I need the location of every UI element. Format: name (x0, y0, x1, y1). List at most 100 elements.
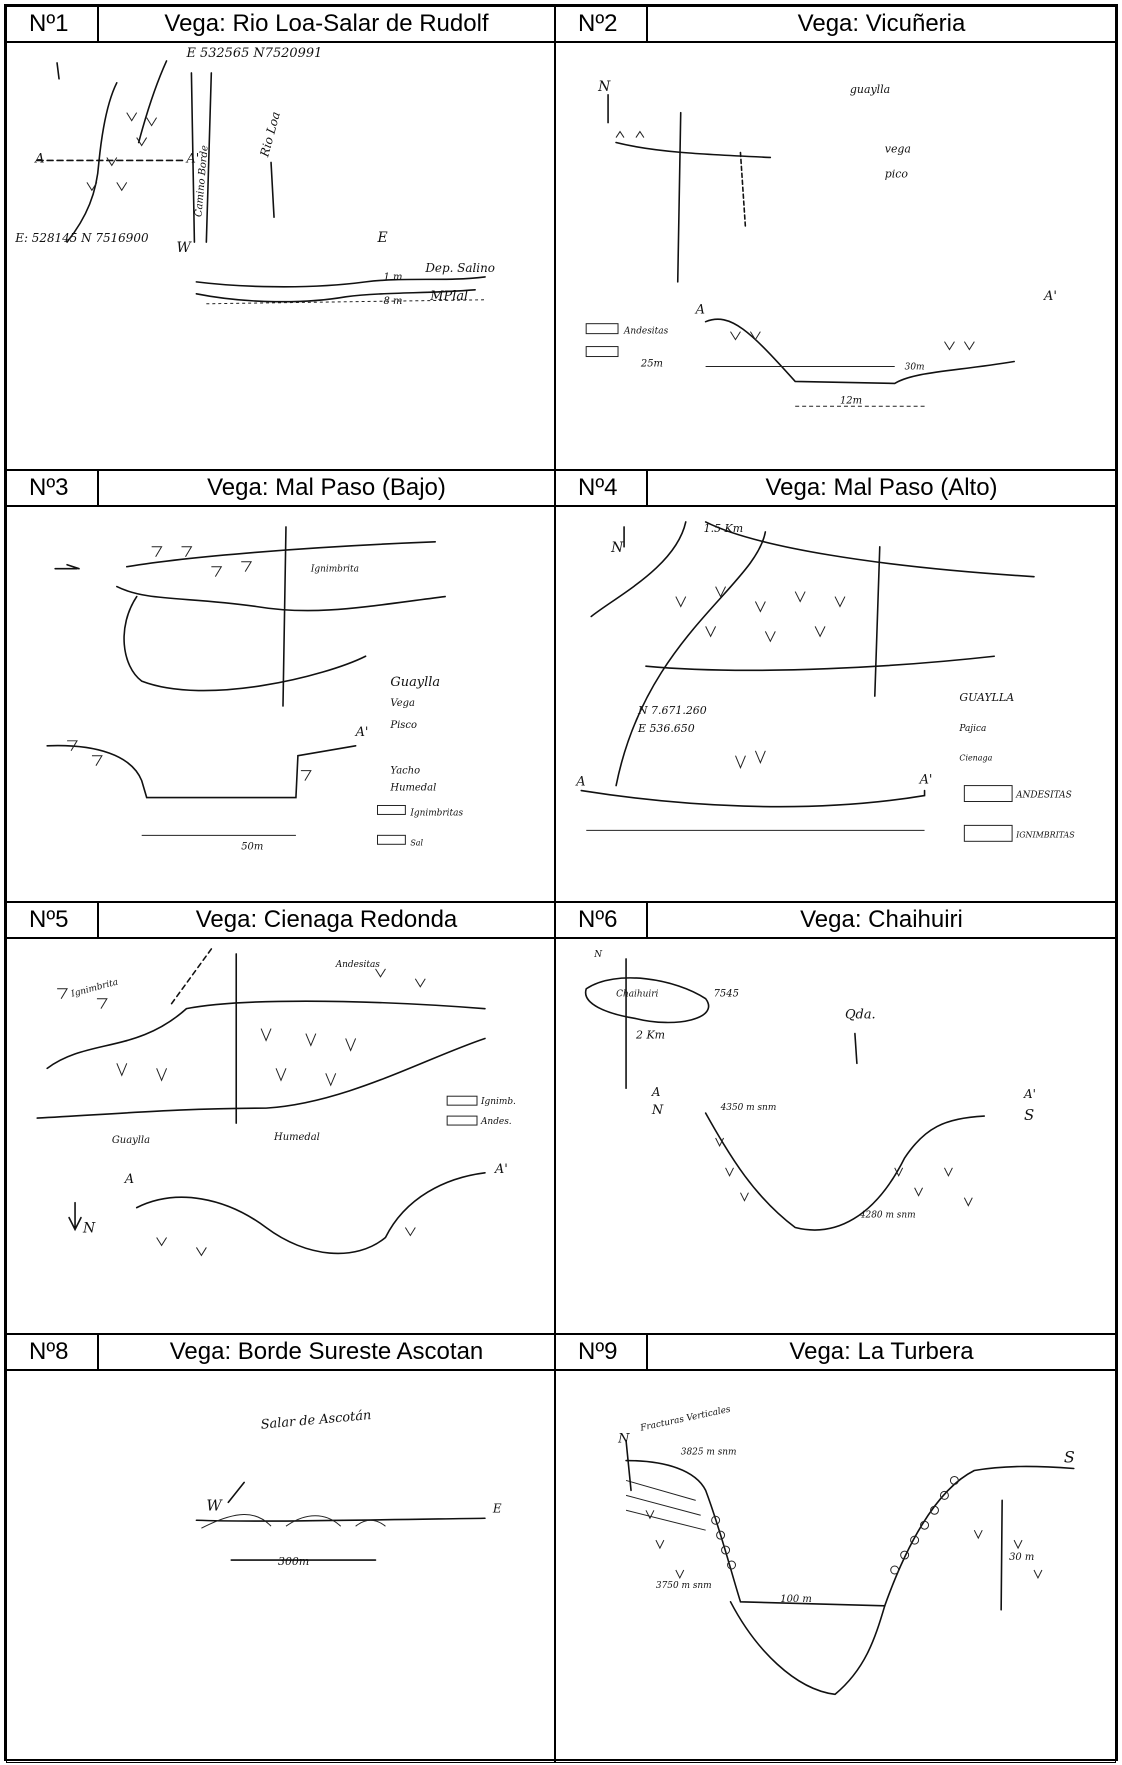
sketch-note: Sal (410, 838, 423, 847)
panel-header: Nº3 Vega: Mal Paso (Bajo) (7, 471, 554, 507)
panel-6: Nº6 Vega: Chaihuiri N Chaihuiri 7545 2 K… (555, 902, 1116, 1334)
sketch-note: Vega (390, 698, 415, 709)
sketch-note: Humedal (273, 1132, 320, 1143)
panel-number: Nº6 (556, 903, 648, 937)
sketch-note: 25m (640, 358, 663, 369)
sketch-drawing: E 532565 N7520991 Rio Loa Camino Borde E… (14, 46, 495, 307)
sketch-area: N guaylla vega pico Andesitas 25m 12m 30… (556, 43, 1115, 469)
sketch-note: 7545 (714, 989, 739, 1000)
sketch-note: 30 m (1009, 1552, 1034, 1563)
sketch-note: 4350 m snm (720, 1103, 777, 1113)
sketch-note: Fracturas Verticales (639, 1405, 732, 1434)
panel-header: Nº1 Vega: Rio Loa-Salar de Rudolf (7, 7, 554, 43)
sketch-note: A (34, 151, 44, 166)
sketch-note: N (651, 1103, 664, 1118)
sketch-note: pico (885, 167, 909, 180)
sketch-note: Guaylla (112, 1135, 150, 1146)
panel-title: Vega: Vicuñeria (797, 10, 966, 37)
sketch-note: Pajica (958, 724, 986, 734)
panel-number: Nº4 (556, 471, 648, 505)
sketch-drawing: N S Fracturas Verticales 3825 m snm 3750… (617, 1405, 1075, 1696)
sketch-note: Yacho (390, 766, 420, 777)
sketch-drawing: Ignimbrita Andesitas Guaylla Humedal Ign… (36, 948, 516, 1257)
sketch-note: Salar de Ascotán (260, 1408, 372, 1433)
sketch-area: Ignimbrita Andesitas Guaylla Humedal Ign… (7, 939, 554, 1333)
sketch-drawing: N Chaihuiri 7545 2 Km Qda. 4350 m snm 42… (584, 950, 1036, 1231)
sketch-area: E 532565 N7520991 Rio Loa Camino Borde E… (7, 43, 554, 469)
panel-number: Nº1 (7, 7, 99, 41)
sketch-note: 2 Km (635, 1028, 665, 1041)
sketch-note: E 536.650 (637, 722, 695, 735)
sketch-drawing: N guaylla vega pico Andesitas 25m 12m 30… (585, 79, 1057, 407)
panel-8: Nº8 Vega: Borde Sureste Ascotan Salar de… (6, 1334, 555, 1763)
sketch-note: Qda. (845, 1008, 876, 1023)
sketch-note: W (176, 240, 192, 256)
sketch-note: A (124, 1172, 134, 1187)
sketch-note: N (610, 540, 624, 556)
sketch-drawing: Salar de Ascotán W E 300m (195, 1408, 502, 1568)
sketch-note: 30m (905, 362, 925, 372)
sketch-note: Andes. (480, 1117, 512, 1127)
panel-number: Nº9 (556, 1335, 648, 1369)
sketch-note: 4280 m snm (859, 1211, 916, 1221)
sketch-note: E 532565 N7520991 (185, 46, 322, 61)
sketch-note: Ignimbrita (310, 565, 359, 575)
sketch-note: A' (355, 725, 369, 740)
sketch-note: Humedal (389, 783, 436, 794)
panel-2: Nº2 Vega: Vicuñeria N guaylla vega pico … (555, 6, 1116, 470)
sketch-note: A' (185, 151, 199, 166)
panel-title: Vega: Chaihuiri (800, 906, 963, 933)
sketch-note: 1.5 Km (704, 522, 743, 535)
sketch-area: N Chaihuiri 7545 2 Km Qda. 4350 m snm 42… (556, 939, 1115, 1333)
sketch-note: Ignimb. (480, 1097, 516, 1107)
sketch-note: 8 m (384, 296, 403, 307)
geologic-sketch-sheet: Nº1 Vega: Rio Loa-Salar de Rudolf E 5325… (4, 4, 1118, 1763)
sketch-note: S (1024, 1106, 1034, 1124)
sketch-note: E (377, 230, 388, 246)
sketch-note: vega (885, 142, 911, 155)
panel-number: Nº8 (7, 1335, 99, 1369)
sketch-note: IGNIMBRITAS (1015, 830, 1075, 839)
panel-header: Nº8 Vega: Borde Sureste Ascotan (7, 1335, 554, 1371)
panel-3: Nº3 Vega: Mal Paso (Bajo) Ignimbrita Gua… (6, 470, 555, 902)
sketch-note: A' (494, 1162, 508, 1177)
sketch-note: S (1064, 1448, 1075, 1467)
sketch-area: N S Fracturas Verticales 3825 m snm 3750… (556, 1371, 1115, 1762)
panel-number: Nº3 (7, 471, 99, 505)
sketch-note: A (651, 1085, 661, 1099)
panel-title: Vega: Cienaga Redonda (195, 906, 458, 933)
panel-header: Nº6 Vega: Chaihuiri (556, 903, 1115, 939)
panel-number: Nº5 (7, 903, 99, 937)
sketch-note: 100 m (780, 1594, 812, 1605)
sketch-note: guaylla (850, 83, 890, 96)
sketch-note: Andesitas (623, 327, 669, 337)
panel-9: Nº9 Vega: La Turbera N S Fracturas Verti… (555, 1334, 1116, 1763)
sketch-note: W (206, 1496, 223, 1514)
sketch-note: ANDESITAS (1015, 791, 1072, 801)
sketch-note: Pisco (389, 720, 417, 731)
panel-number: Nº2 (556, 7, 648, 41)
sketch-note: 3750 m snm (656, 1581, 712, 1591)
sketch-note: Rio Loa (257, 110, 283, 159)
panel-header: Nº2 Vega: Vicuñeria (556, 7, 1115, 43)
sketch-note: N (617, 1432, 630, 1447)
sketch-note: MPlal (429, 289, 468, 304)
sketch-note: Ignimbrita (69, 977, 119, 999)
sketch-note: A' (1043, 289, 1057, 304)
panel-title: Vega: Mal Paso (Alto) (765, 474, 998, 501)
panel-header: Nº5 Vega: Cienaga Redonda (7, 903, 554, 939)
sketch-note: 1 m (384, 272, 403, 283)
sketch-note: A (575, 775, 585, 790)
sketch-note: A' (1023, 1087, 1036, 1101)
sketch-note: E: 528145 N 7516900 (14, 231, 149, 245)
sketch-note: Andesitas (335, 960, 381, 970)
panel-5: Nº5 Vega: Cienaga Redonda Ignimbrita And… (6, 902, 555, 1334)
sketch-note: 50m (241, 841, 263, 852)
sketch-note: Ignimbritas (409, 808, 463, 818)
sketch-area: Ignimbrita Guaylla Vega Pisco Yacho Hume… (7, 507, 554, 901)
sketch-area: Salar de Ascotán W E 300m (7, 1371, 554, 1762)
sketch-note: E (492, 1501, 502, 1515)
panel-4: Nº4 Vega: Mal Paso (Alto) N 1.5 Km N 7.6… (555, 470, 1116, 902)
sketch-note: GUAYLLA (959, 691, 1014, 704)
panel-title: Vega: Borde Sureste Ascotan (169, 1338, 484, 1365)
